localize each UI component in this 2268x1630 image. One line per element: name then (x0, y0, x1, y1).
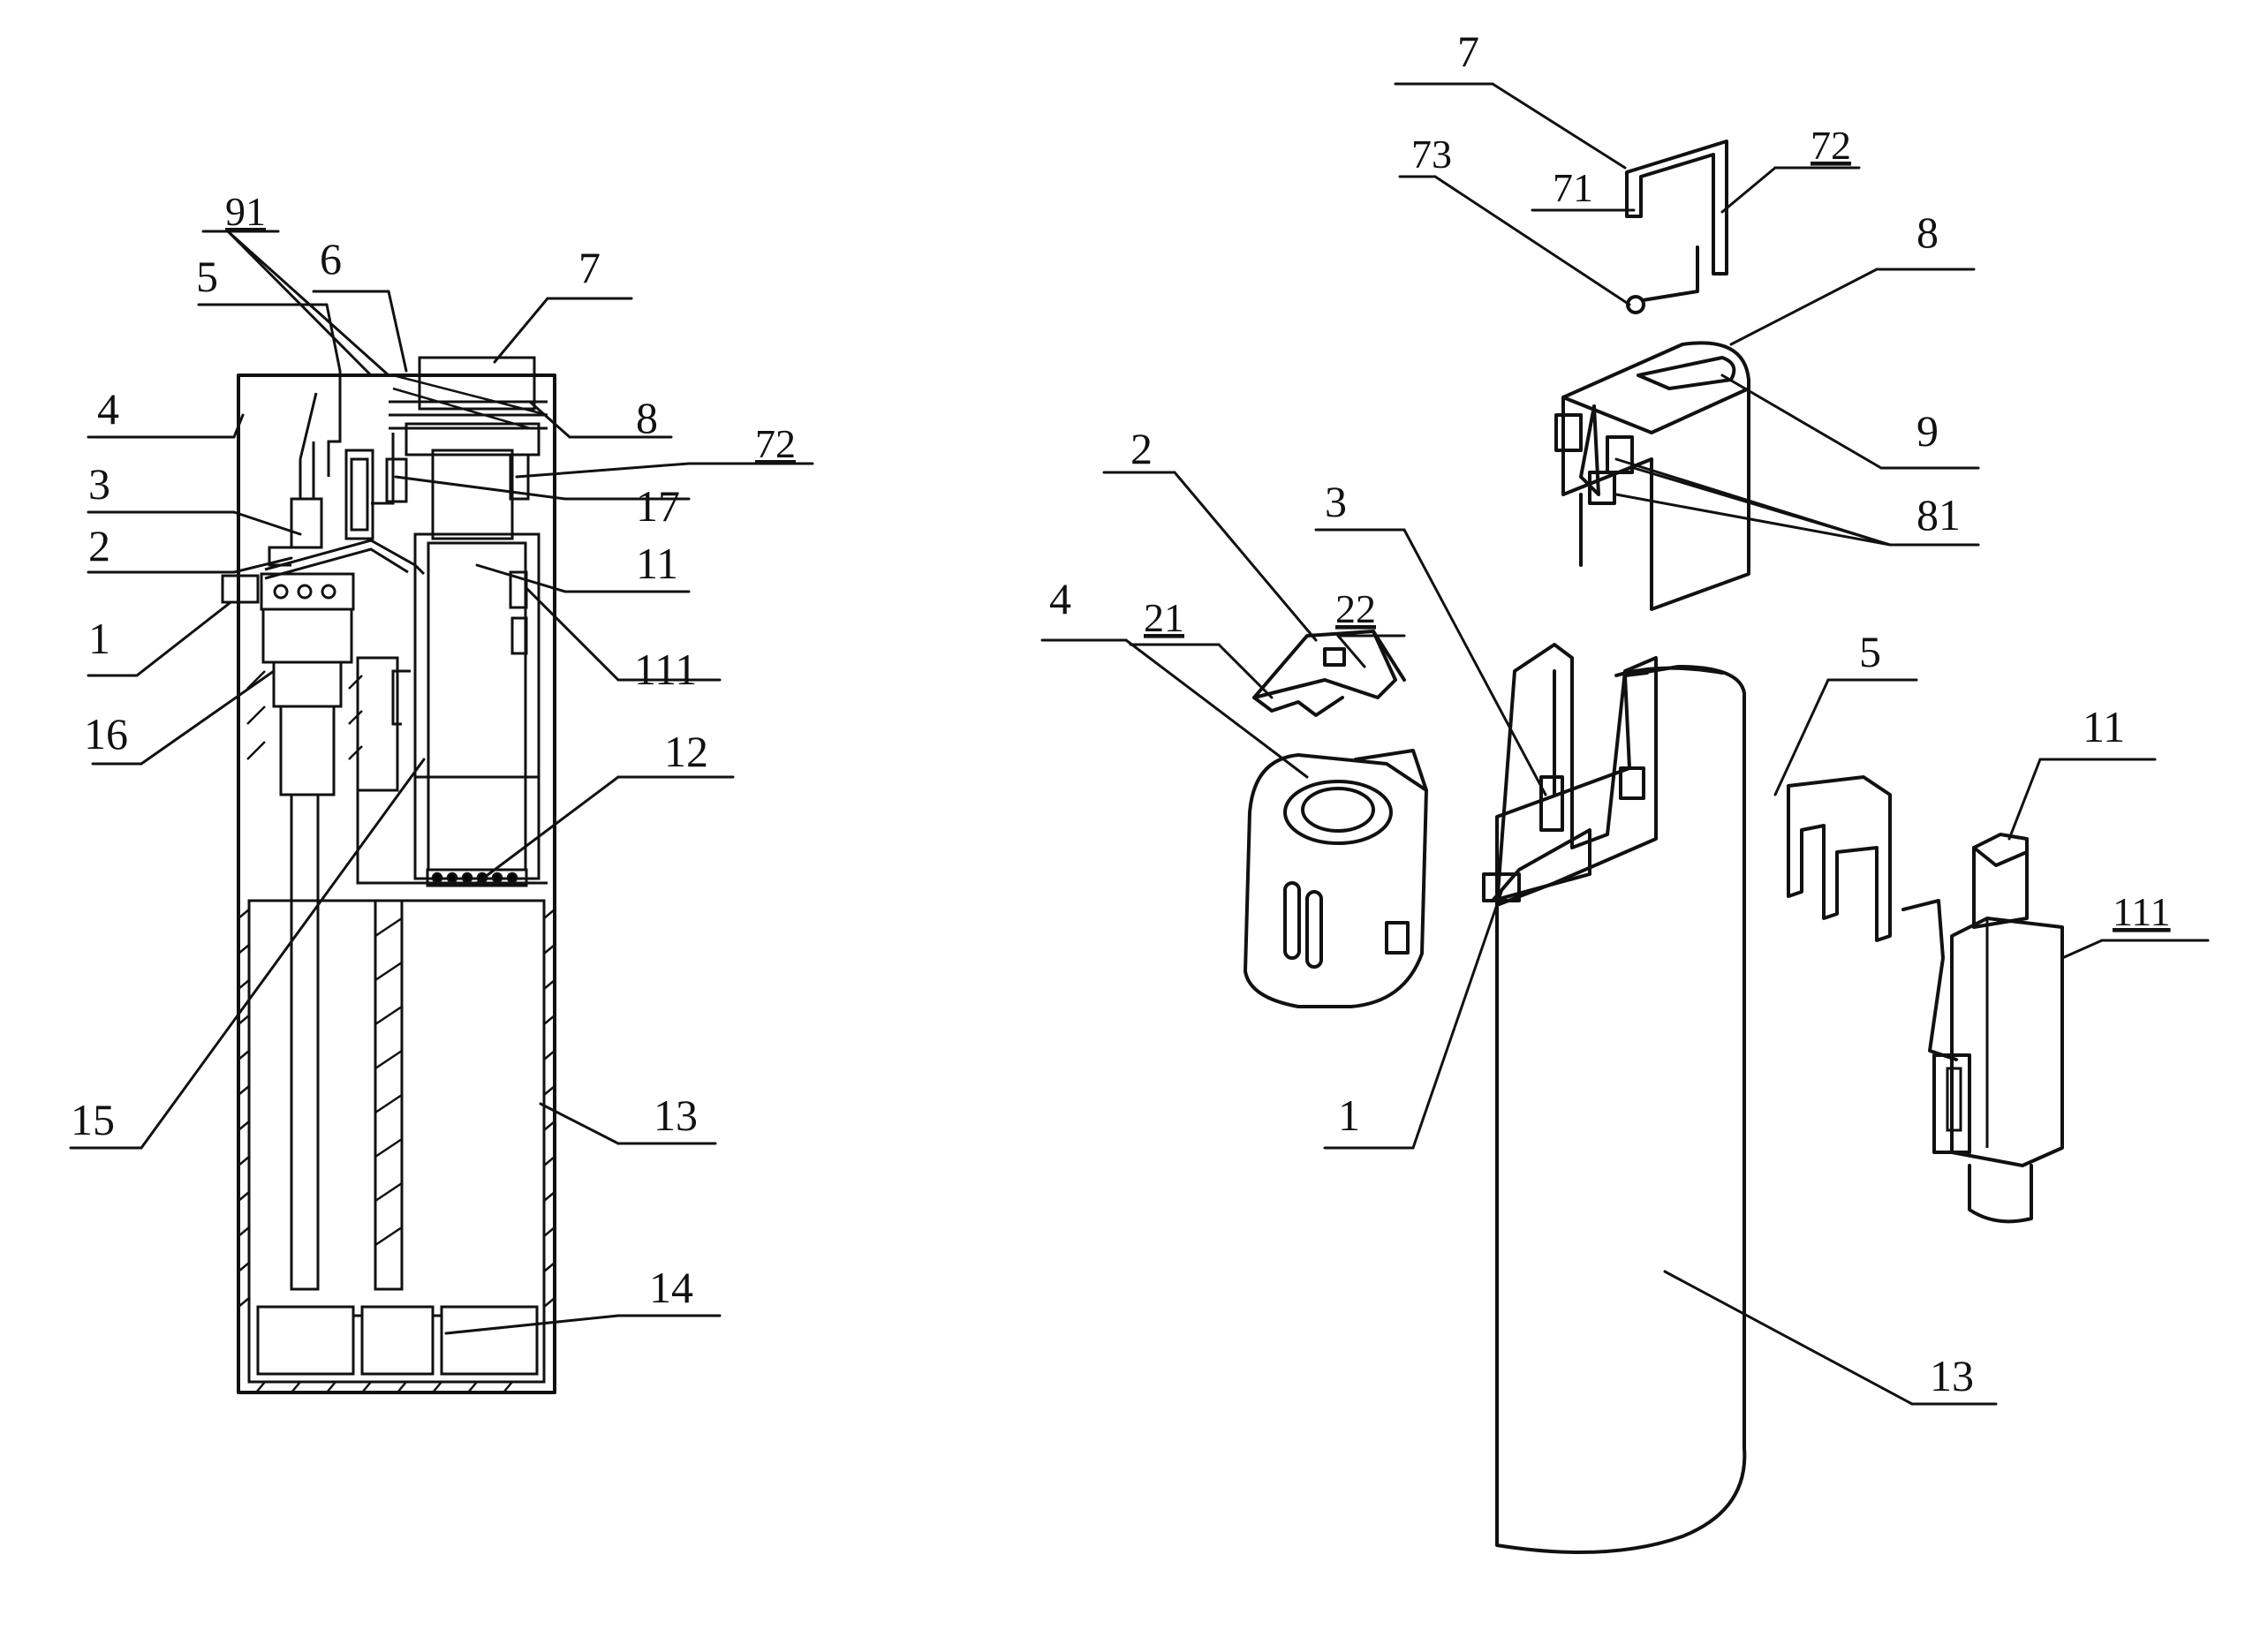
label-11: 11 (636, 539, 678, 588)
label-7: 7 (578, 243, 601, 292)
label-17: 17 (636, 481, 680, 531)
exploded-view (1245, 141, 2062, 1552)
part-3-piezo-holder (1484, 645, 1656, 905)
label-5: 5 (196, 252, 218, 301)
label-71: 71 (1553, 165, 1593, 210)
part-5-side-clip (1788, 777, 1890, 940)
label-8: 8 (636, 393, 658, 442)
label-12: 12 (664, 727, 708, 776)
label-4: 4 (97, 384, 119, 434)
label-81: 81 (1916, 490, 1961, 540)
part-8-windshield-cap (1556, 343, 1749, 609)
label-1: 1 (1338, 1090, 1360, 1140)
label-72: 72 (1811, 123, 1851, 168)
internal-tubes (291, 795, 402, 1289)
label-9: 9 (1916, 406, 1939, 456)
label-4: 4 (1049, 574, 1071, 623)
label-2: 2 (88, 521, 110, 570)
label-16: 16 (84, 709, 128, 758)
left-leader-lines (71, 231, 813, 1333)
sectional-view (223, 358, 555, 1392)
label-111: 111 (2113, 889, 2171, 934)
label-21: 21 (1144, 595, 1184, 640)
label-13: 13 (654, 1090, 698, 1140)
label-6: 6 (320, 234, 342, 283)
part-11-cylinder (1903, 834, 2062, 1221)
cylinder-section (329, 358, 548, 886)
label-91: 91 (225, 189, 266, 234)
label-5: 5 (1859, 627, 1881, 676)
label-7: 7 (1457, 26, 1479, 76)
label-8: 8 (1916, 208, 1939, 257)
label-1: 1 (88, 614, 110, 663)
right-labels: 7 72 73 71 8 9 81 2 3 22 21 4 5 11 111 1… (1049, 26, 2171, 1400)
label-3: 3 (88, 459, 110, 509)
label-22: 22 (1335, 586, 1376, 631)
label-11: 11 (2083, 702, 2125, 751)
part-2-press-lever (1254, 631, 1404, 715)
bottom-plug-section (258, 1307, 537, 1374)
label-15: 15 (71, 1095, 115, 1144)
label-3: 3 (1325, 477, 1347, 526)
part-4-front-shell (1245, 751, 1426, 1007)
label-2: 2 (1130, 424, 1153, 473)
label-72: 72 (755, 421, 796, 466)
label-73: 73 (1411, 132, 1452, 177)
label-14: 14 (649, 1263, 693, 1312)
label-13: 13 (1930, 1351, 1974, 1400)
label-111: 111 (634, 645, 697, 694)
part-7-wire-guard (1627, 141, 1727, 313)
